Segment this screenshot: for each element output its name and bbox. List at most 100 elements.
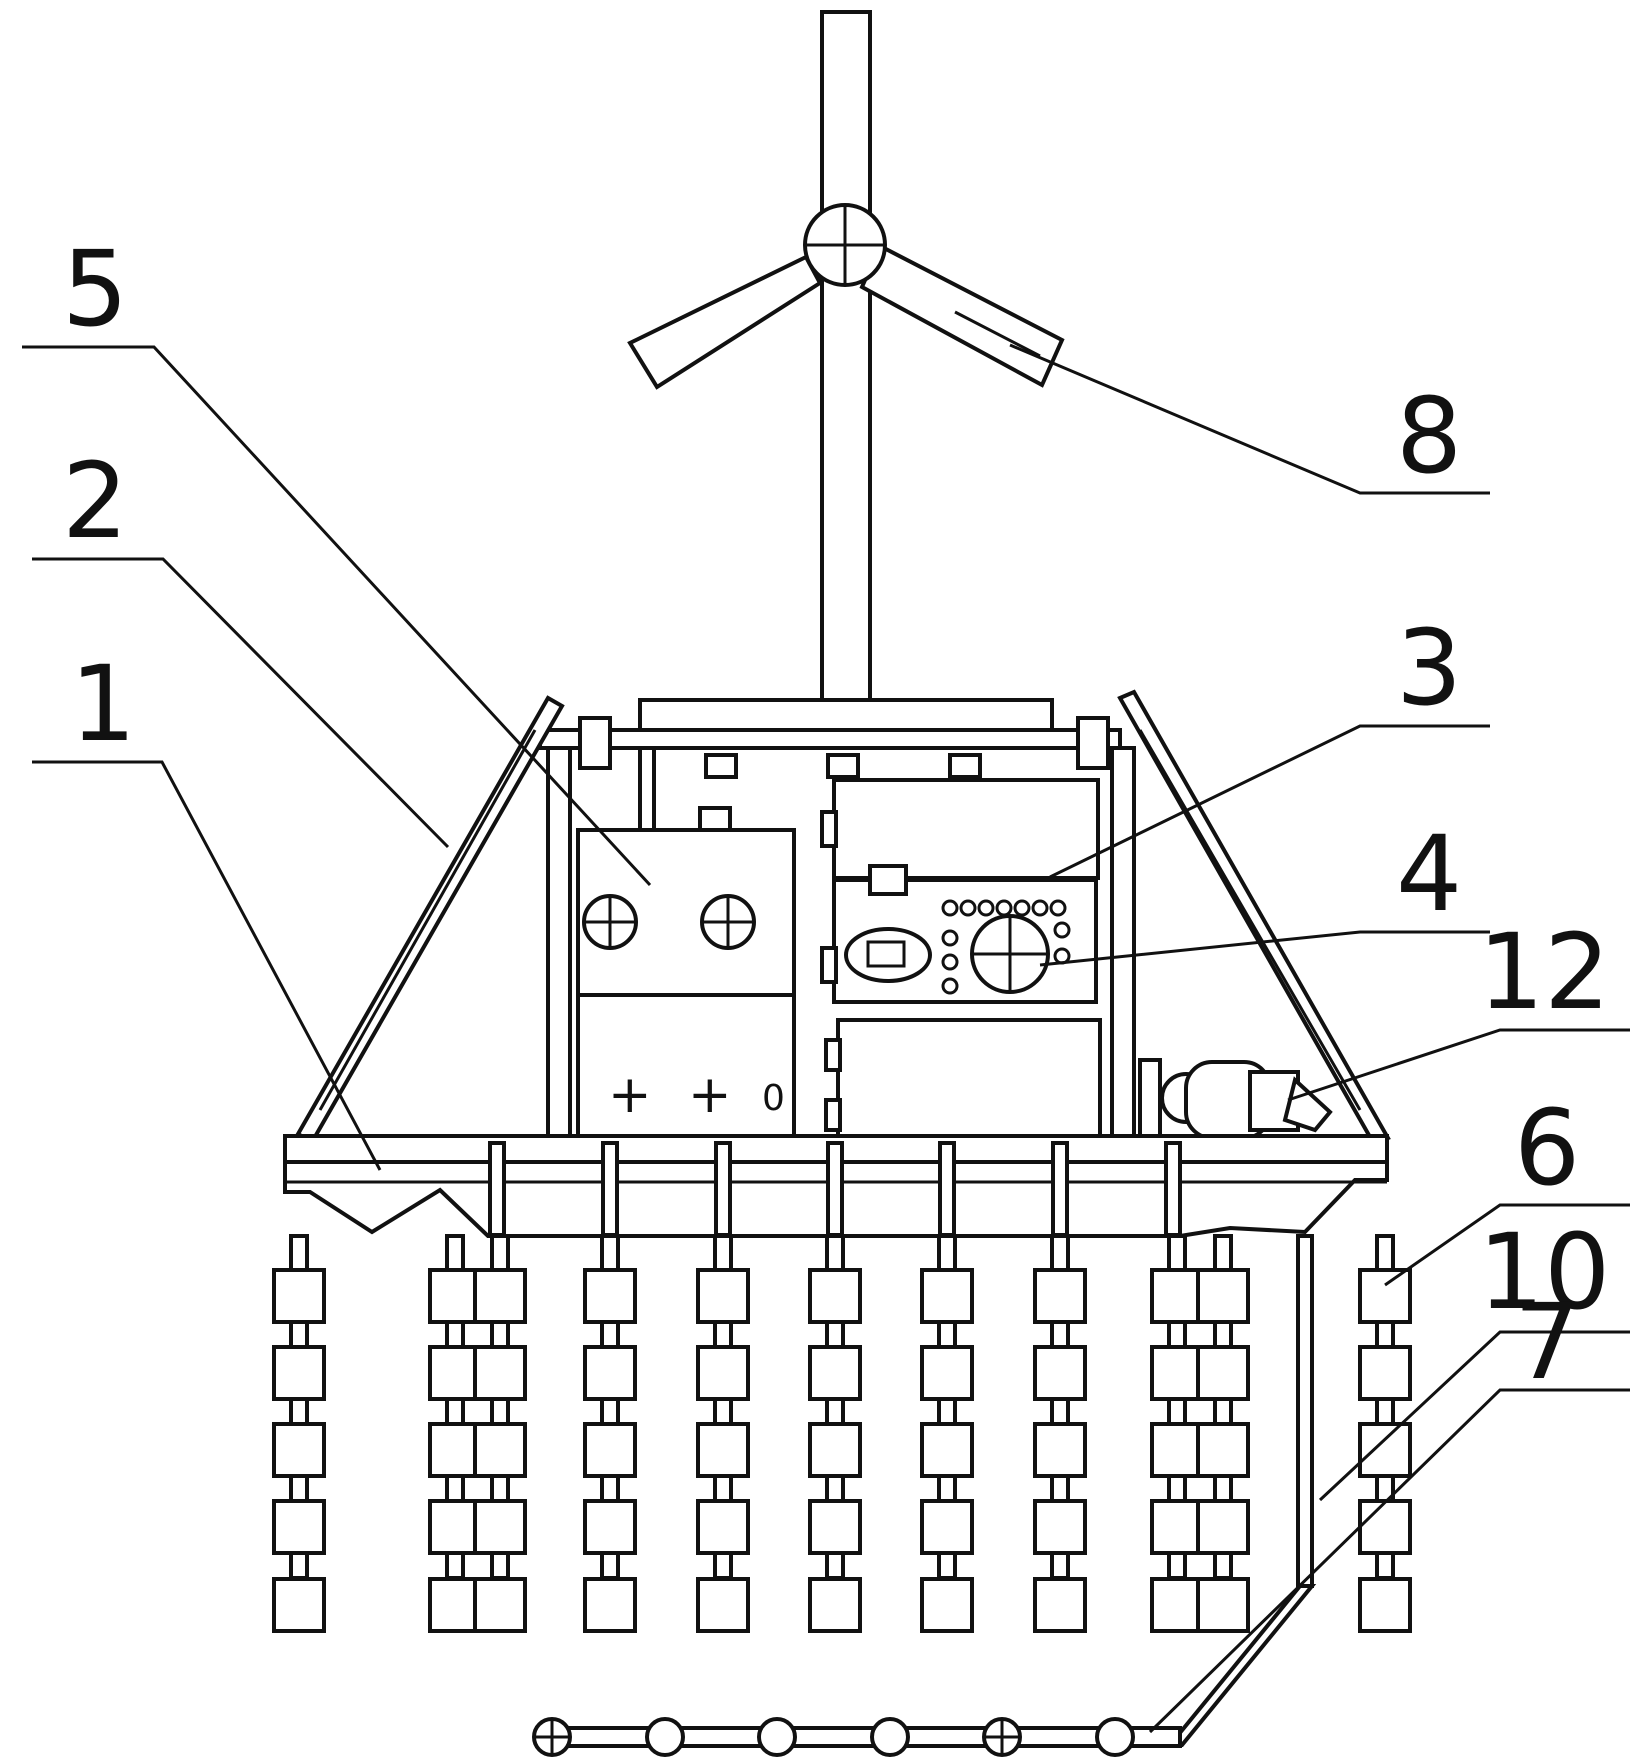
- float-block: [473, 1268, 527, 1324]
- float-link: [445, 1320, 465, 1349]
- float-block: [428, 1499, 482, 1555]
- float-link: [1375, 1551, 1395, 1580]
- stack-hanger: [937, 1234, 957, 1272]
- small-gear: [844, 927, 932, 983]
- aerator-disc: [757, 1717, 797, 1757]
- stack-hanger: [445, 1234, 465, 1272]
- panel-cells-left: [318, 729, 537, 1111]
- leader-10: [1318, 1330, 1630, 1502]
- float-stack: [272, 1234, 326, 1633]
- leader-12: [1287, 1028, 1630, 1102]
- gearbox-lug: [868, 864, 908, 896]
- battery-plus-left: +: [608, 1065, 652, 1125]
- label-7: 7: [1514, 1281, 1580, 1403]
- float-link: [445, 1551, 465, 1580]
- float-block: [808, 1422, 862, 1478]
- reference-labels: 5 2 1 8 3 4 12 6 10 7: [62, 228, 1610, 1403]
- float-link: [825, 1551, 845, 1580]
- stack-hanger: [825, 1234, 845, 1272]
- float-link: [937, 1320, 957, 1349]
- float-link: [1167, 1397, 1187, 1426]
- beam-tab: [948, 753, 982, 779]
- housing-clip: [820, 946, 838, 984]
- float-block: [428, 1268, 482, 1324]
- float-block: [1196, 1268, 1250, 1324]
- float-link: [937, 1474, 957, 1503]
- battery: + + 0: [576, 993, 796, 1145]
- label-4: 4: [1396, 813, 1462, 935]
- float-block: [1150, 1577, 1204, 1633]
- float-block: [473, 1499, 527, 1555]
- float-block: [920, 1422, 974, 1478]
- label-3: 3: [1396, 607, 1462, 729]
- float-block: [920, 1268, 974, 1324]
- float-block: [1196, 1422, 1250, 1478]
- turbine-blade-left: [627, 254, 823, 390]
- aerator-disc: [645, 1717, 685, 1757]
- housing-clip: [824, 1098, 842, 1132]
- aerator-disc: [1095, 1717, 1135, 1757]
- label-2: 2: [62, 440, 128, 562]
- float-link: [490, 1320, 510, 1349]
- float-block: [1033, 1422, 1087, 1478]
- float-link: [1167, 1320, 1187, 1349]
- solar-panels: [295, 689, 1391, 1147]
- float-stack: [473, 1234, 527, 1633]
- gear-teeth: [941, 899, 1071, 995]
- float-link: [825, 1474, 845, 1503]
- stack-hanger: [1375, 1234, 1395, 1272]
- float-block: [696, 1422, 750, 1478]
- float-block: [808, 1577, 862, 1633]
- beam-tab: [826, 753, 860, 779]
- pipe-body: [538, 1726, 1182, 1748]
- float-link: [1050, 1474, 1070, 1503]
- float-link: [289, 1320, 309, 1349]
- bottom-pipe: [538, 1726, 1182, 1748]
- platform-post: [1051, 1141, 1069, 1237]
- float-link: [713, 1397, 733, 1426]
- control-box-tab: [698, 806, 732, 832]
- platform-post: [826, 1141, 844, 1237]
- stack-hanger: [289, 1234, 309, 1272]
- label-1: 1: [70, 643, 136, 765]
- float-stack: [583, 1234, 637, 1633]
- float-block: [473, 1422, 527, 1478]
- float-link: [289, 1474, 309, 1503]
- float-block: [473, 1345, 527, 1401]
- float-block: [696, 1577, 750, 1633]
- battery-body: [576, 993, 796, 1145]
- label-6: 6: [1514, 1087, 1580, 1209]
- float-link: [1167, 1551, 1187, 1580]
- float-link: [1050, 1320, 1070, 1349]
- platform-post: [488, 1141, 506, 1237]
- float-link: [600, 1474, 620, 1503]
- float-block: [696, 1499, 750, 1555]
- float-block: [583, 1345, 637, 1401]
- float-link: [445, 1474, 465, 1503]
- float-link: [1050, 1397, 1070, 1426]
- float-block: [1358, 1345, 1412, 1401]
- float-stack: [1033, 1234, 1087, 1633]
- float-link: [825, 1320, 845, 1349]
- float-link: [289, 1551, 309, 1580]
- housing-clip: [824, 1038, 842, 1072]
- float-stack: [1358, 1234, 1412, 1633]
- float-block: [583, 1268, 637, 1324]
- float-stack: [428, 1234, 482, 1633]
- float-block: [1196, 1345, 1250, 1401]
- label-12: 12: [1478, 911, 1610, 1033]
- leader-5: [22, 345, 652, 887]
- housing-clip: [820, 810, 838, 848]
- float-block: [583, 1422, 637, 1478]
- float-block: [583, 1577, 637, 1633]
- float-block: [920, 1345, 974, 1401]
- hanging-rod: [1296, 1234, 1314, 1588]
- float-stacks: [272, 1141, 1412, 1633]
- small-gear-hub: [866, 940, 906, 968]
- float-link: [600, 1397, 620, 1426]
- motor: [1138, 1058, 1333, 1142]
- float-link: [600, 1551, 620, 1580]
- float-block: [696, 1345, 750, 1401]
- float-block: [272, 1268, 326, 1324]
- platform-post: [714, 1141, 732, 1237]
